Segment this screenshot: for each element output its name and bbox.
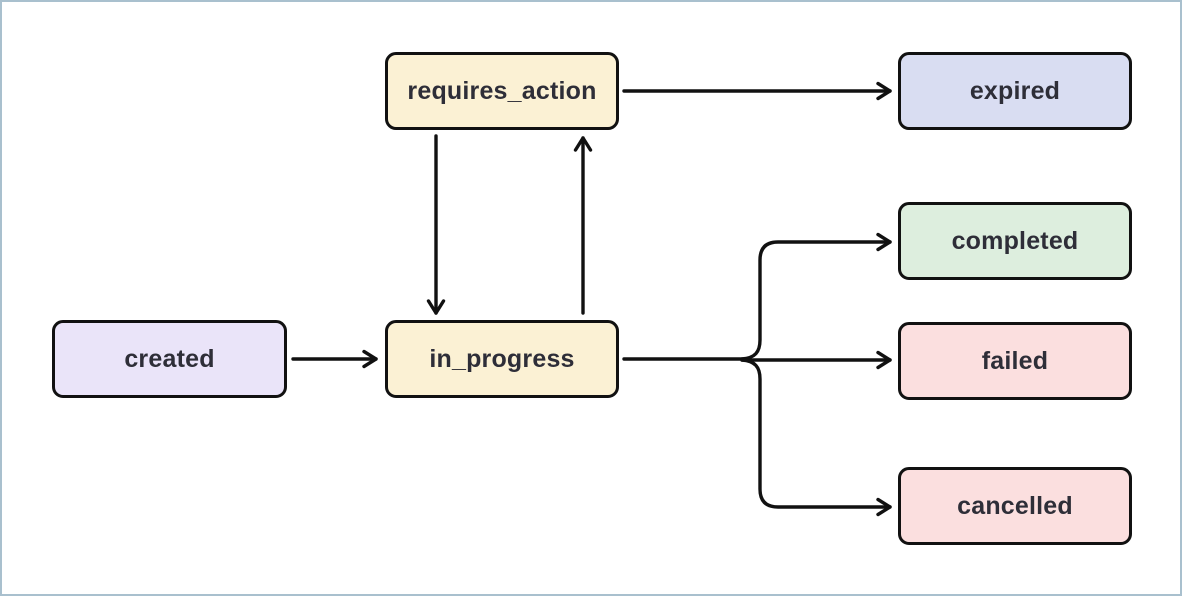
edge-in-progress-to-completed <box>740 232 892 361</box>
node-in-progress: in_progress <box>385 320 619 398</box>
node-requires-action-label: requires_action <box>407 76 597 105</box>
node-failed: failed <box>898 322 1132 400</box>
node-cancelled: cancelled <box>898 467 1132 545</box>
node-completed-label: completed <box>951 226 1079 255</box>
node-requires-action: requires_action <box>385 52 619 130</box>
node-completed: completed <box>898 202 1132 280</box>
node-in-progress-label: in_progress <box>429 344 575 373</box>
node-cancelled-label: cancelled <box>957 491 1073 520</box>
node-expired: expired <box>898 52 1132 130</box>
node-created-label: created <box>124 344 215 373</box>
node-created: created <box>52 320 287 398</box>
node-failed-label: failed <box>981 346 1049 375</box>
edge-in-progress-to-cancelled <box>740 358 892 517</box>
node-expired-label: expired <box>969 76 1061 105</box>
